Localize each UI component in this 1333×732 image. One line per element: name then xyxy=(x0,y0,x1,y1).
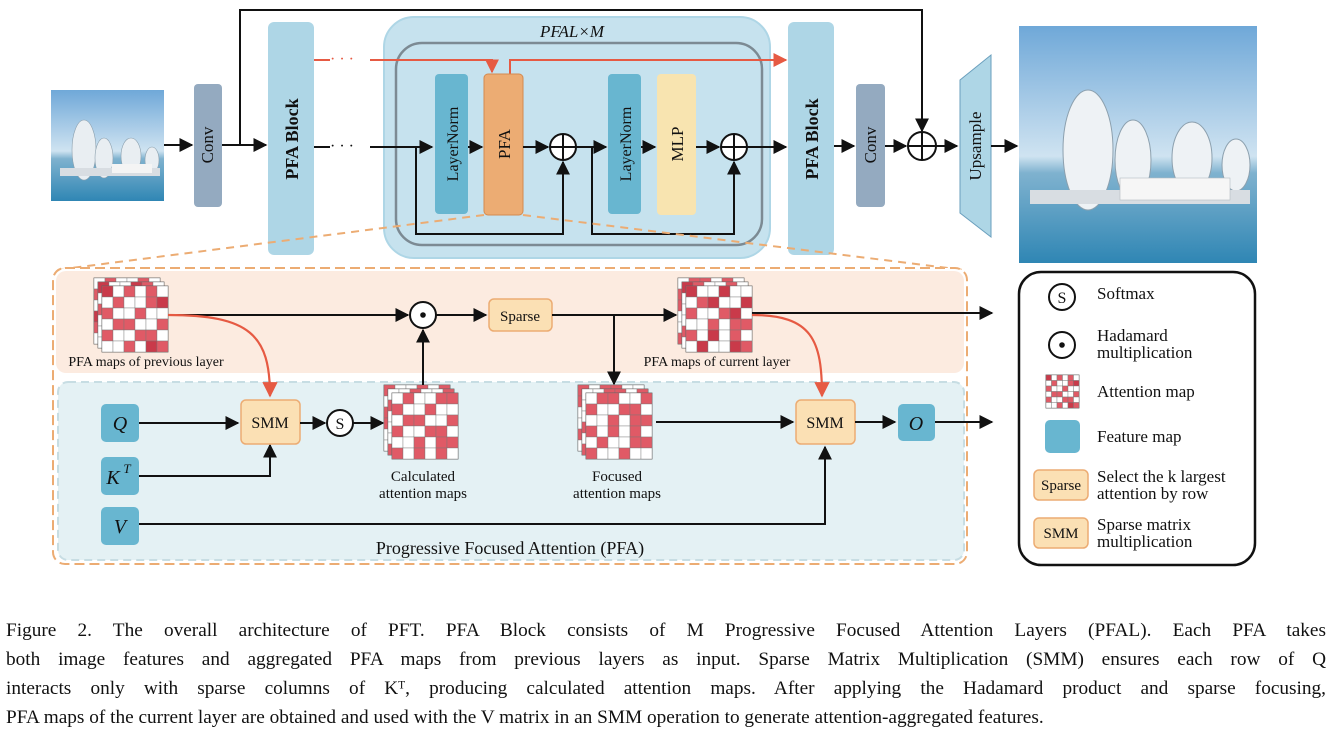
kt-box: K T xyxy=(101,457,139,495)
upsample-label: Upsample xyxy=(966,112,985,181)
legend-attention-map-icon xyxy=(1045,374,1080,409)
legend-softmax-symbol: S xyxy=(1058,290,1067,307)
v-label: V xyxy=(114,516,129,538)
pfa-section-title: Progressive Focused Attention (PFA) xyxy=(376,538,644,559)
caption-line-3: interacts only with sparse columns of Kᵀ… xyxy=(6,678,1326,699)
attention-map-focused xyxy=(577,384,653,460)
pfa-block-right: PFA Block xyxy=(788,22,834,255)
layernorm-2-box: LayerNorm xyxy=(608,74,641,214)
pfa-maps-previous-label: PFA maps of previous layer xyxy=(68,355,224,370)
conv-right-label: Conv xyxy=(861,126,880,163)
legend-softmax-label: Softmax xyxy=(1097,284,1155,303)
legend-sparse-label: Sparse xyxy=(1041,478,1081,494)
caption-line-4: PFA maps of the current layer are obtain… xyxy=(6,707,1044,728)
add-3-icon xyxy=(907,131,937,161)
sparse-label: Sparse xyxy=(500,309,540,325)
smm-right-box: SMM xyxy=(795,399,856,445)
conv-right-box: Conv xyxy=(856,84,885,207)
calc-maps-label-1: Calculated xyxy=(391,469,456,485)
sparse-box: Sparse xyxy=(488,298,553,332)
mlp-label: MLP xyxy=(668,127,687,162)
figure-caption: Figure 2. The overall architecture of PF… xyxy=(6,616,1326,732)
legend-smm-label: SMM xyxy=(1043,526,1078,542)
attention-map-current xyxy=(677,277,753,353)
softmax-symbol: S xyxy=(336,416,345,433)
legend-smm-icon xyxy=(1033,517,1089,549)
add-2-icon xyxy=(720,133,748,161)
v-box: V xyxy=(101,507,139,545)
smm-left-label: SMM xyxy=(251,415,288,432)
legend-hadamard-label-2: multiplication xyxy=(1097,343,1193,362)
legend-feature-map-icon xyxy=(1045,420,1080,453)
pfa-block-left-label: PFA Block xyxy=(282,98,302,179)
kt-label: K xyxy=(105,467,121,489)
o-box: O xyxy=(898,404,935,441)
legend-hadamard-label-1: Hadamard xyxy=(1097,326,1168,345)
smm-left-box: SMM xyxy=(240,399,301,445)
legend: S Softmax Hadamard multiplication Attent… xyxy=(1017,270,1257,567)
ellipsis-black: · · · xyxy=(330,138,354,155)
focused-maps-label-1: Focused xyxy=(592,469,642,485)
attention-map-calculated xyxy=(383,384,459,460)
pfa-box: PFA xyxy=(483,73,524,216)
ellipsis-red: · · · xyxy=(330,51,354,68)
conv-left-box: Conv xyxy=(194,84,222,207)
focused-maps-label-2: attention maps xyxy=(573,486,661,502)
legend-smm-desc-1: Sparse matrix xyxy=(1097,515,1191,534)
calc-maps-label-2: attention maps xyxy=(379,486,467,502)
svg-text:K: K xyxy=(105,467,121,489)
softmax-icon: S xyxy=(326,409,354,437)
layernorm-1-box: LayerNorm xyxy=(435,74,468,214)
q-label: Q xyxy=(113,413,128,435)
legend-smm-desc-2: multiplication xyxy=(1097,532,1193,551)
legend-sparse-desc-1: Select the k largest xyxy=(1097,467,1226,486)
hadamard-icon xyxy=(409,301,437,329)
output-image xyxy=(1019,26,1257,263)
legend-sparse-desc-2: attention by row xyxy=(1097,484,1209,503)
mlp-box: MLP xyxy=(657,74,696,215)
layernorm-2-label: LayerNorm xyxy=(618,106,635,181)
legend-sparse-icon xyxy=(1033,469,1089,501)
upsample-box: Upsample xyxy=(959,53,992,239)
legend-softmax-icon xyxy=(1048,283,1076,311)
caption-line-1: Figure 2. The overall architecture of PF… xyxy=(6,620,1326,641)
pfa-maps-current-label: PFA maps of current layer xyxy=(644,355,791,370)
pfa-label: PFA xyxy=(495,128,514,159)
legend-attention-map-label: Attention map xyxy=(1097,382,1195,401)
legend-feature-map-label: Feature map xyxy=(1097,427,1182,446)
pfa-block-left: PFA Block xyxy=(268,22,314,255)
add-1-icon xyxy=(549,133,577,161)
o-label: O xyxy=(909,413,923,435)
caption-line-2: both image features and aggregated PFA m… xyxy=(6,649,1326,670)
kt-superscript: T xyxy=(123,461,131,476)
conv-left-label: Conv xyxy=(198,126,217,163)
q-box: Q xyxy=(101,404,139,442)
smm-right-label: SMM xyxy=(806,415,843,432)
layernorm-1-label: LayerNorm xyxy=(445,106,462,181)
attention-map-previous xyxy=(93,277,169,353)
pfal-title: PFAL×M xyxy=(539,22,605,41)
architecture-figure: Conv PFA Block · · · · · · PFAL×M LayerN… xyxy=(51,9,1257,567)
input-image xyxy=(51,90,164,201)
pfa-block-right-label: PFA Block xyxy=(802,98,822,179)
